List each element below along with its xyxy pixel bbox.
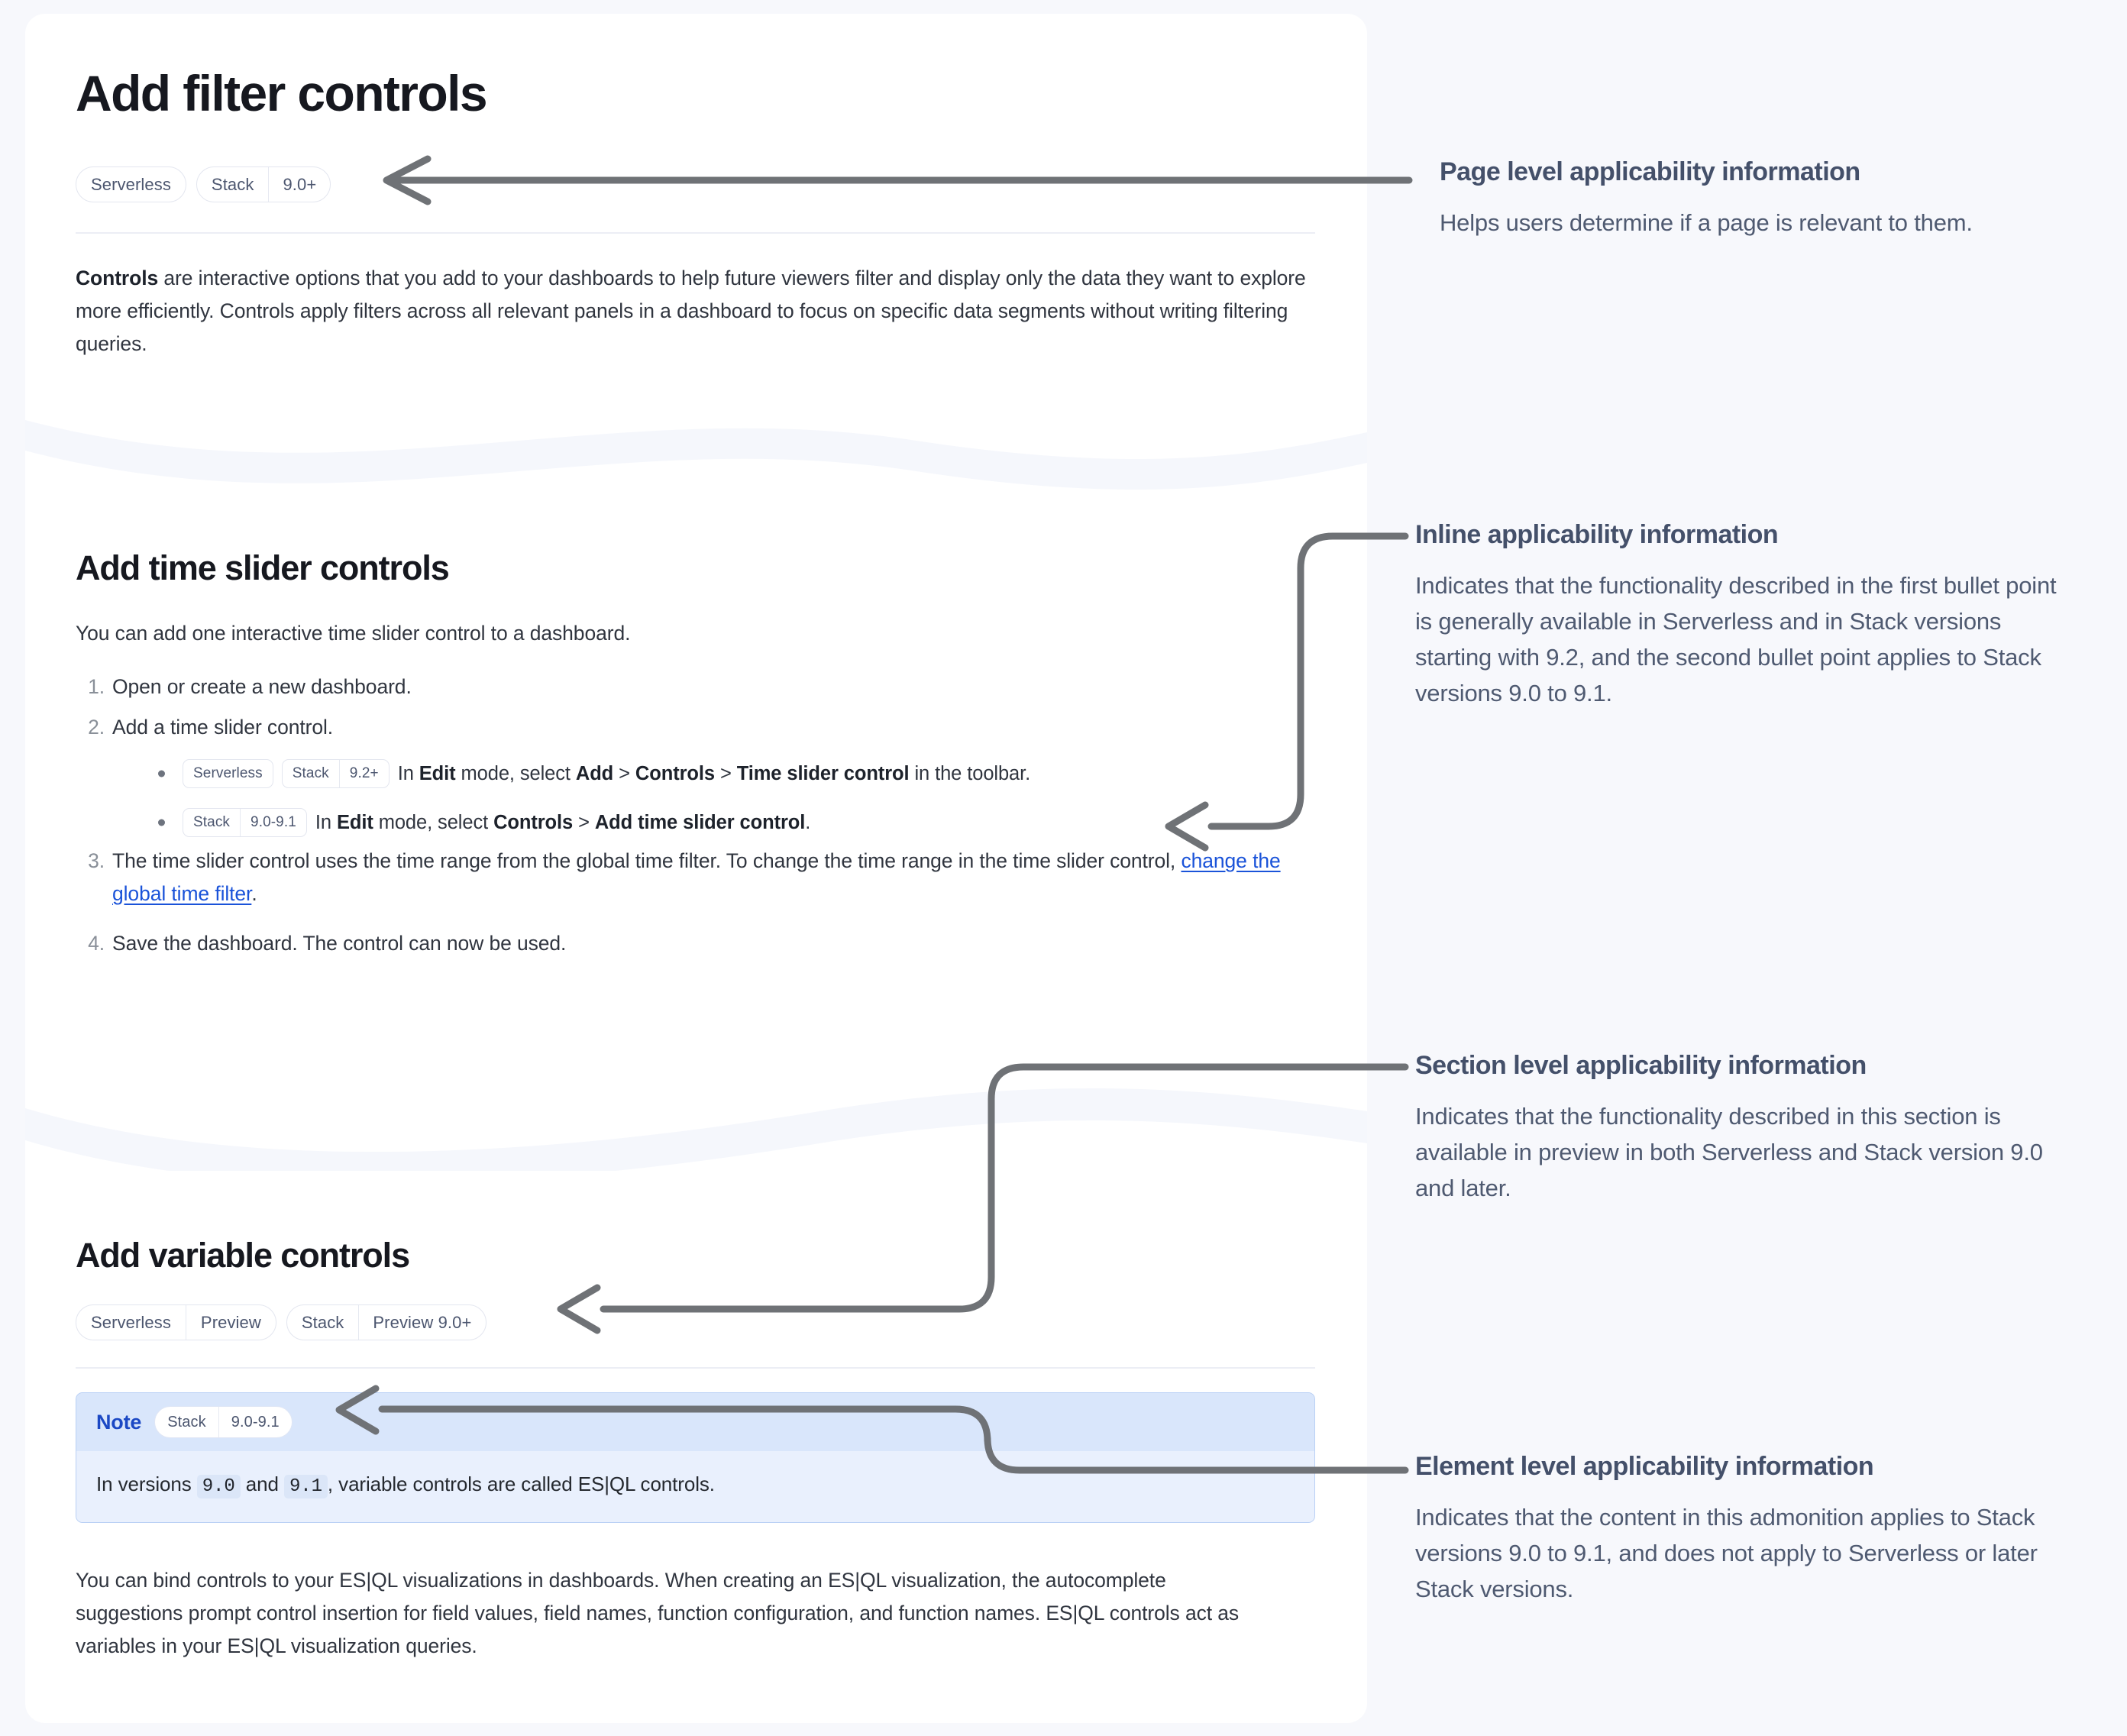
t: In xyxy=(315,812,337,834)
note-text: and xyxy=(240,1473,284,1495)
list-item: Serverless Stack 9.2+ In Edit mode, sele… xyxy=(152,758,1316,788)
global-time-filter-link[interactable]: change the global time filter xyxy=(112,849,1281,906)
badge-segment-label: Serverless xyxy=(193,765,263,781)
step-number: 2. xyxy=(88,715,105,739)
inline-code-version: 9.1 xyxy=(284,1475,328,1498)
badge-stack-version-range[interactable]: Stack 9.0-9.1 xyxy=(183,808,307,838)
time-slider-heading: Add time slider controls xyxy=(76,548,450,587)
t: > xyxy=(613,762,635,784)
t: mode, select xyxy=(373,812,494,834)
step-text: Save the dashboard. The control can now … xyxy=(112,932,567,955)
annotation-element-level: Element level applicability information … xyxy=(1415,1451,2072,1607)
annotation-section-level: Section level applicability information … xyxy=(1415,1050,2072,1206)
note-body: In versions 9.0 and 9.1, variable contro… xyxy=(76,1451,1314,1522)
badge-serverless-preview[interactable]: Serverless Preview xyxy=(76,1304,276,1340)
step-item: 4. Save the dashboard. The control can n… xyxy=(79,927,1316,960)
step-number: 4. xyxy=(88,932,105,955)
inline-code-version: 9.0 xyxy=(196,1475,241,1498)
annotation-body: Indicates that the content in this admon… xyxy=(1415,1503,2038,1603)
t: > xyxy=(573,812,595,834)
badge-stack-version[interactable]: Stack 9.2+ xyxy=(281,758,390,788)
intro-lead-term: Controls xyxy=(76,267,159,289)
badge-stack-version[interactable]: Stack 9.0+ xyxy=(196,166,331,202)
annotation-title: Page level applicability information xyxy=(1440,157,1860,186)
page-applicability-badges: Serverless Stack 9.0+ xyxy=(76,166,331,202)
t: In xyxy=(397,762,419,784)
annotation-page-level: Page level applicability information Hel… xyxy=(1440,157,2096,241)
badge-segment-version: 9.0-9.1 xyxy=(240,809,306,837)
bullet-text: In Edit mode, select Controls > Add time… xyxy=(315,808,810,837)
t: Edit xyxy=(419,762,456,784)
badge-stack-version-range[interactable]: Stack 9.0-9.1 xyxy=(154,1406,293,1438)
page-title: Add filter controls xyxy=(76,65,488,121)
section-divider xyxy=(76,1367,1315,1369)
note-admonition: Note Stack 9.0-9.1 In versions 9.0 and 9… xyxy=(76,1392,1315,1523)
note-header: Note Stack 9.0-9.1 xyxy=(76,1393,1314,1451)
step-item: 3. The time slider control uses the time… xyxy=(79,845,1316,910)
badge-serverless[interactable]: Serverless xyxy=(183,758,273,788)
note-label: Note xyxy=(96,1410,142,1434)
annotation-title: Inline applicability information xyxy=(1415,520,1779,549)
badge-segment-version: 9.0+ xyxy=(268,167,330,202)
step-bullet-list: Serverless Stack 9.2+ In Edit mode, sele… xyxy=(152,758,1316,838)
title-divider xyxy=(76,232,1315,234)
step-number: 1. xyxy=(88,675,105,698)
badge-segment-label: Stack xyxy=(301,1312,344,1332)
step-item: 2. Add a time slider control. Serverless… xyxy=(79,711,1316,838)
annotation-body: Helps users determine if a page is relev… xyxy=(1440,209,1973,236)
list-item: Stack 9.0-9.1 In Edit mode, select Contr… xyxy=(152,808,1316,838)
badge-segment-lifecycle: Preview xyxy=(185,1305,276,1340)
t: mode, select xyxy=(455,762,576,784)
t: > xyxy=(714,762,737,784)
step-text: Open or create a new dashboard. xyxy=(112,675,412,698)
variable-controls-paragraph: You can bind controls to your ES|QL visu… xyxy=(76,1569,1240,1657)
annotation-inline-level: Inline applicability information Indicat… xyxy=(1415,519,2072,711)
time-slider-steps: 1. Open or create a new dashboard. 2. Ad… xyxy=(79,671,1316,972)
time-slider-intro: You can add one interactive time slider … xyxy=(76,622,631,645)
note-text: In versions xyxy=(96,1473,197,1495)
badge-segment-label: Stack xyxy=(193,813,231,830)
t: Add xyxy=(575,762,614,784)
badge-segment-version: 9.0-9.1 xyxy=(218,1407,292,1437)
badge-segment-label: Serverless xyxy=(91,1312,171,1332)
annotation-title: Section level applicability information xyxy=(1415,1051,1867,1080)
step-text-tail: . xyxy=(251,882,257,906)
annotation-body: Indicates that the functionality describ… xyxy=(1415,1102,2043,1202)
t: Time slider control xyxy=(736,762,910,784)
section-divider-wave-2 xyxy=(25,1064,1367,1171)
bullet-text: In Edit mode, select Add > Controls > Ti… xyxy=(397,759,1031,788)
intro-paragraph: Controls are interactive options that yo… xyxy=(76,262,1319,360)
annotation-title: Element level applicability information xyxy=(1415,1452,1874,1481)
badge-serverless[interactable]: Serverless xyxy=(76,166,186,202)
t: . xyxy=(805,812,811,834)
variable-controls-heading: Add variable controls xyxy=(76,1236,410,1275)
step-text: Add a time slider control. xyxy=(112,715,334,739)
badge-segment-label: Stack xyxy=(292,765,329,781)
badge-segment-label: Serverless xyxy=(91,174,171,194)
annotation-body: Indicates that the functionality describ… xyxy=(1415,571,2057,707)
badge-segment-label: Stack xyxy=(167,1413,206,1431)
t: in the toolbar. xyxy=(909,762,1031,784)
step-text: The time slider control uses the time ra… xyxy=(112,849,1181,873)
t: Controls xyxy=(493,812,574,834)
badge-segment-lifecycle-version: Preview 9.0+ xyxy=(358,1305,486,1340)
t: Controls xyxy=(635,762,715,784)
step-item: 1. Open or create a new dashboard. xyxy=(79,671,1316,703)
section-divider-wave-1 xyxy=(25,411,1367,510)
t: Add time slider control xyxy=(594,812,806,834)
intro-rest: are interactive options that you add to … xyxy=(76,267,1306,355)
badge-stack-preview-version[interactable]: Stack Preview 9.0+ xyxy=(286,1304,487,1340)
t: Edit xyxy=(336,812,373,834)
documentation-panel: Add filter controls Serverless Stack 9.0… xyxy=(25,14,1367,1723)
badge-segment-version: 9.2+ xyxy=(338,759,389,787)
section-applicability-badges: Serverless Preview Stack Preview 9.0+ xyxy=(76,1304,487,1340)
step-number: 3. xyxy=(88,849,105,873)
badge-segment-label: Stack xyxy=(211,174,254,194)
note-text: , variable controls are called ES|QL con… xyxy=(327,1473,715,1495)
